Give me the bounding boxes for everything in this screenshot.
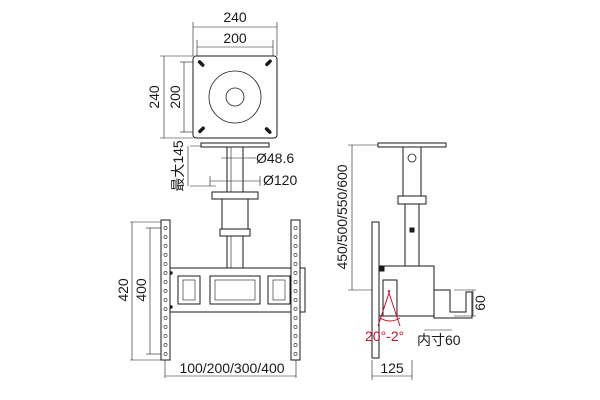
- arm-hole: [163, 316, 168, 320]
- arm-hole: [163, 307, 168, 311]
- arm-hole: [293, 235, 298, 239]
- ceiling-plate: [192, 55, 278, 139]
- arm-hole: [163, 235, 168, 239]
- arm-hole: [293, 271, 298, 275]
- plate-height-outer-label: 240: [146, 85, 162, 109]
- arm-hole: [163, 271, 168, 275]
- arm-hole: [293, 352, 298, 356]
- plate-top-view: 240 200 240 200: [146, 9, 278, 139]
- arm-hole: [293, 343, 298, 347]
- mount-side-view: 450/500/550/600 20°-2° 60 内寸60: [334, 142, 488, 380]
- arm-hole: [293, 325, 298, 329]
- depth-125-label: 125: [380, 360, 404, 376]
- dia-120-label: Ø120: [263, 172, 297, 188]
- arm-hole: [163, 244, 168, 248]
- right-vesa-arm: [290, 219, 301, 361]
- arm-hole: [163, 280, 168, 284]
- inner-60-label: 内寸60: [417, 332, 461, 348]
- plate-height-inner-label: 200: [167, 85, 183, 109]
- arm-hole: [163, 298, 168, 302]
- arm-hole: [293, 262, 298, 266]
- arm-hole: [293, 316, 298, 320]
- height-420-label: 420: [115, 278, 131, 302]
- arm-hole: [163, 343, 168, 347]
- dia-48-label: Ø48.6: [256, 150, 294, 166]
- arm-hole: [293, 298, 298, 302]
- plate-width-inner-label: 200: [223, 30, 247, 46]
- arm-hole: [293, 253, 298, 257]
- arm-hole: [163, 325, 168, 329]
- mount-front-view: 最大145 Ø48.6 Ø120: [115, 140, 306, 378]
- arm-hole: [163, 352, 168, 356]
- height-400-label: 400: [133, 278, 149, 302]
- vesa-widths-label: 100/200/300/400: [179, 360, 284, 376]
- max-145-label: 最大145: [170, 140, 186, 192]
- left-vesa-arm: [160, 219, 171, 361]
- plate-width-outer-label: 240: [223, 9, 247, 25]
- arm-hole: [163, 262, 168, 266]
- arm-hole: [293, 226, 298, 230]
- arm-hole: [163, 253, 168, 257]
- drop-lengths-label: 450/500/550/600: [334, 164, 350, 269]
- arm-hole: [293, 280, 298, 284]
- side-60-label: 60: [472, 295, 488, 311]
- arm-hole: [163, 289, 168, 293]
- arm-hole: [293, 307, 298, 311]
- arm-hole: [163, 334, 168, 338]
- arm-hole: [163, 226, 168, 230]
- arm-hole: [293, 334, 298, 338]
- arm-hole: [293, 244, 298, 248]
- arm-hole: [293, 289, 298, 293]
- tilt-label: 20°-2°: [365, 328, 404, 344]
